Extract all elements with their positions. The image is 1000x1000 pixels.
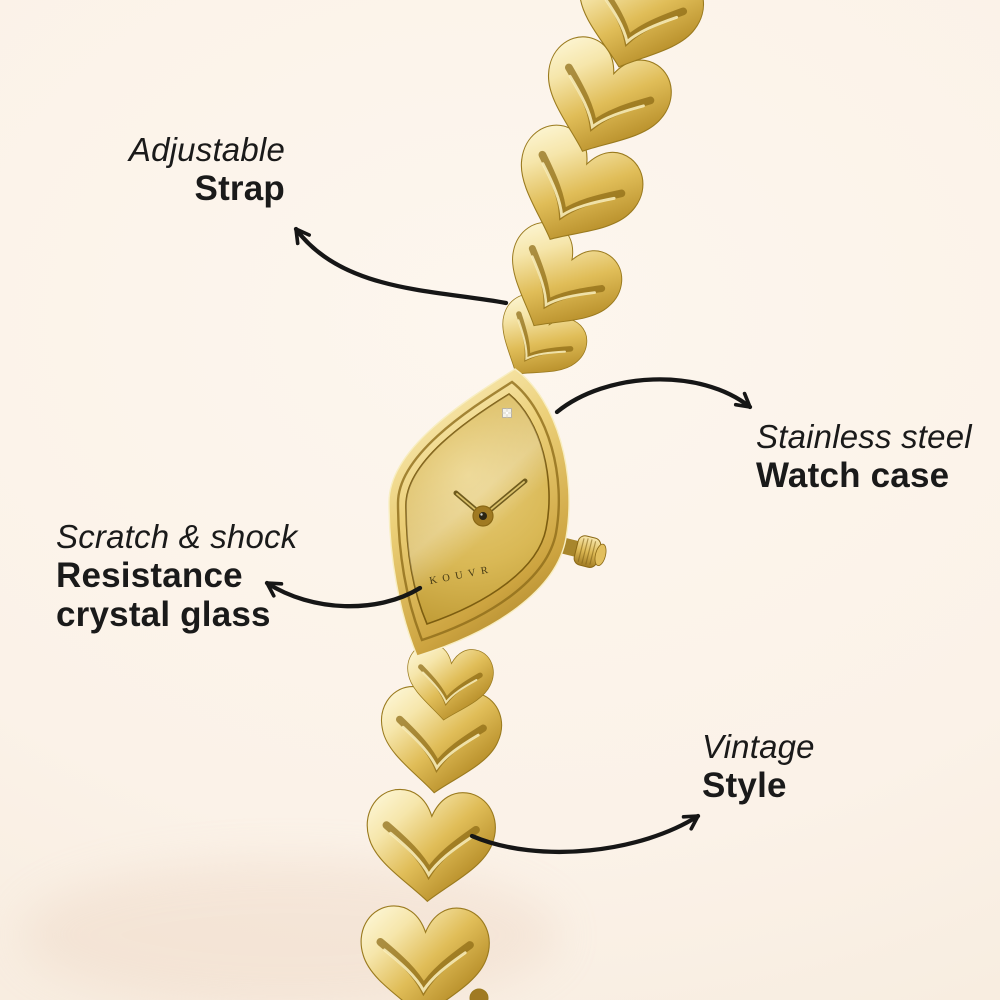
callout-watch-case: Stainless steel Watch case [756,417,972,495]
top-strap [479,0,712,399]
callout-crystal-line2: Resistance [56,556,243,595]
callout-crystal-glass: Scratch & shock Resistance crystal glass [56,517,297,634]
callout-adjustable-strap: Adjustable Strap [129,130,285,208]
callout-watch-case-line1: Stainless steel [756,418,972,455]
crown [561,535,607,568]
arrow-vintage-callout [469,813,701,855]
callout-vintage-style: Vintage Style [702,727,815,805]
clasp-knob [469,988,489,1000]
callout-arrows [264,226,753,855]
callout-watch-case-line2: Watch case [756,456,950,495]
callout-vintage-line1: Vintage [702,728,815,765]
watch-head: KOUVR [388,368,607,657]
callout-strap-line2: Strap [194,169,285,208]
callout-crystal-line1: Scratch & shock [56,518,298,555]
callout-crystal-line3: crystal glass [56,595,271,634]
arrow-crystal-callout [264,580,423,609]
diamond-marker [502,408,512,418]
watch-hands [453,478,528,527]
bezel-ring [396,380,560,642]
arrow-strap-callout [293,226,509,306]
callout-strap-line1: Adjustable [128,131,285,168]
bottom-strap [358,641,504,1000]
callout-vintage-line2: Style [702,766,787,805]
arrow-watch-case-callout [554,377,753,415]
